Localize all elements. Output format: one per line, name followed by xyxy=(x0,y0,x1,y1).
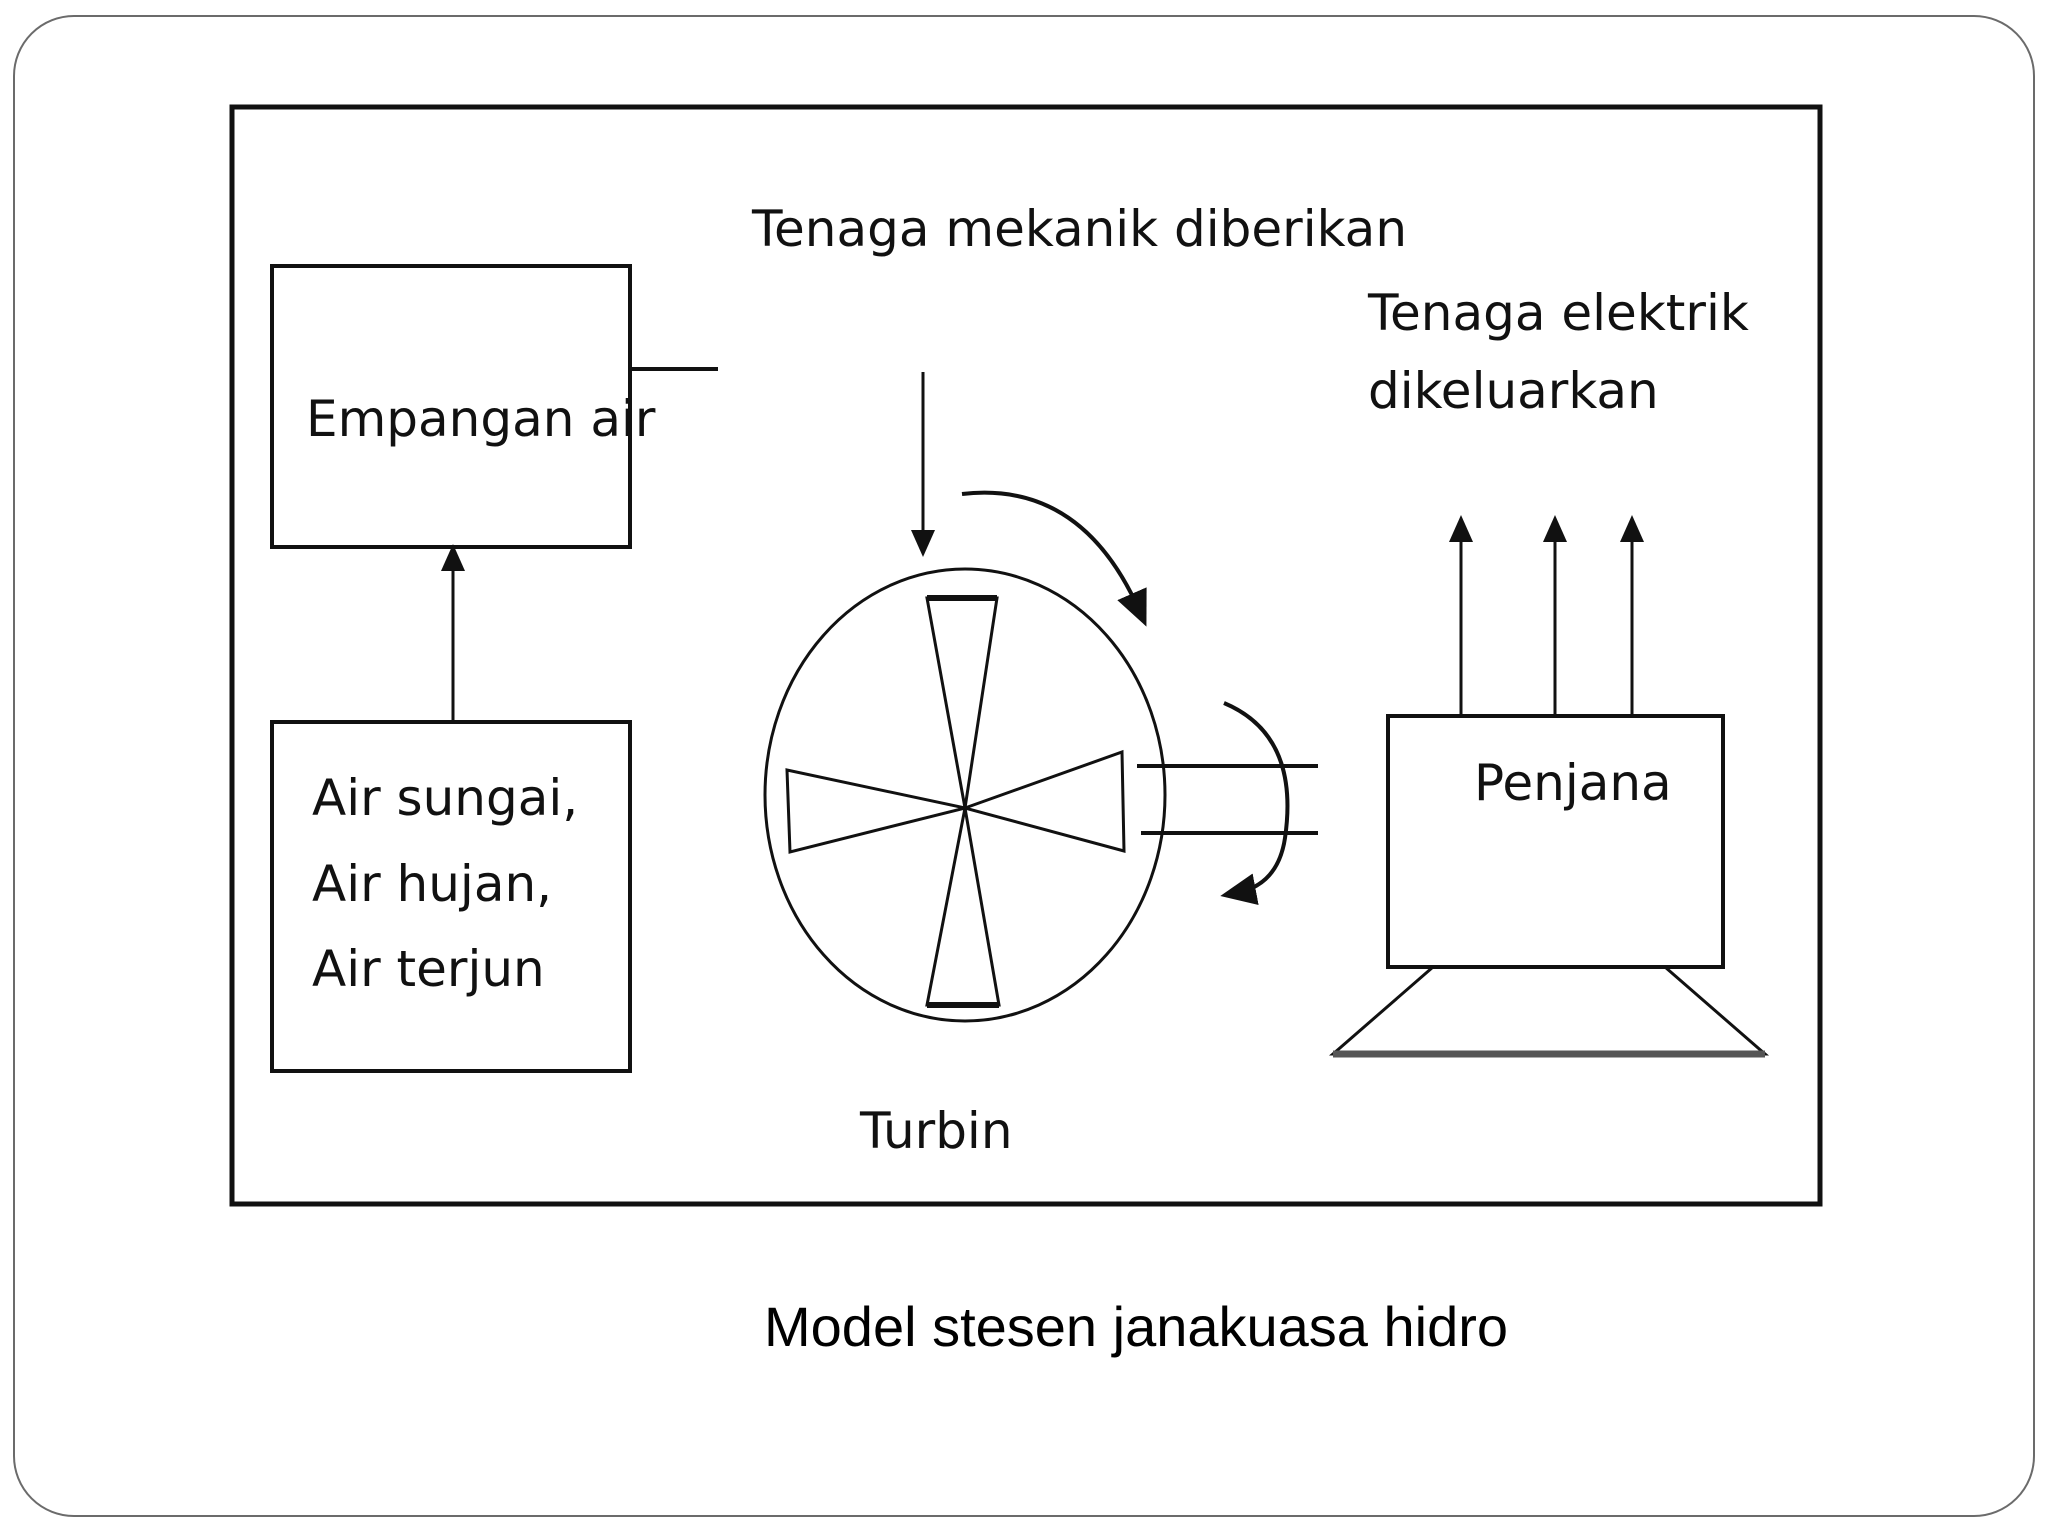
mechanical-energy-label: Tenaga mekanik diberikan xyxy=(751,200,1407,258)
diagram-caption: Model stesen janakuasa hidro xyxy=(764,1295,1508,1358)
source-waterfall-label: Air terjun xyxy=(312,940,545,998)
diagram-border xyxy=(229,104,1823,1207)
sources-box xyxy=(270,720,632,1073)
turbine xyxy=(763,567,1167,1023)
source-rain-label: Air hujan, xyxy=(312,855,552,913)
source-river-label: Air sungai, xyxy=(312,769,578,827)
slide-frame xyxy=(13,15,2035,1517)
electric-energy-label-line2: dikeluarkan xyxy=(1368,362,1659,420)
turbine-blade-horizontal xyxy=(785,749,1126,854)
empangan-label: Empangan air xyxy=(306,390,656,448)
generator-base xyxy=(1328,965,1770,1056)
turbine-rotation-arrow xyxy=(961,490,1147,627)
generator-label: Penjana xyxy=(1474,754,1672,812)
shaft-rotation-arrow xyxy=(1220,701,1290,905)
turbine-wheel xyxy=(763,567,1167,1023)
turbine-label: Turbin xyxy=(859,1102,1013,1160)
electric-energy-label-line1: Tenaga elektrik xyxy=(1367,284,1749,342)
